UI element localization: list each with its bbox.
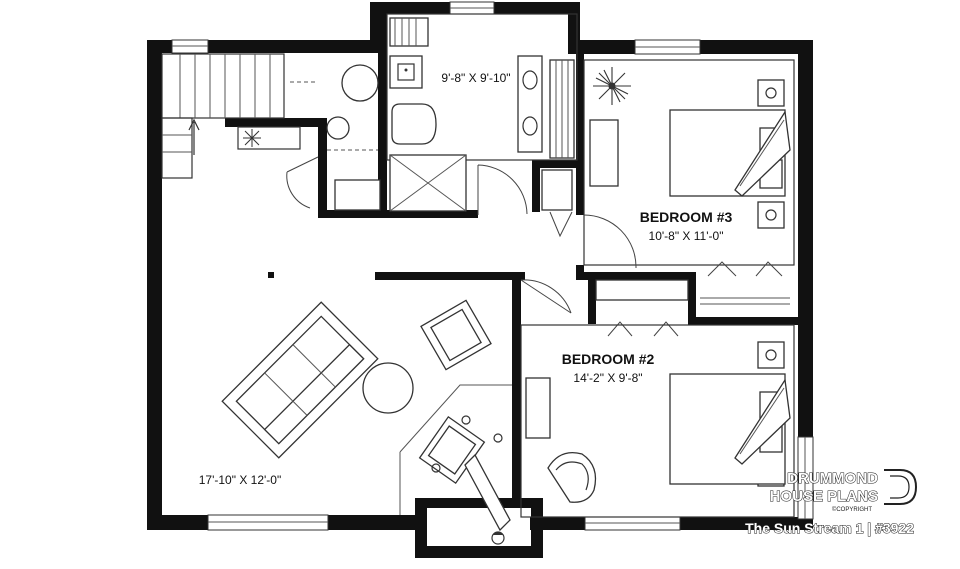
bed2-outline [520,324,795,518]
wall-stair-cupboard [225,118,325,127]
stair-box [161,53,285,119]
bedroom-2 [520,324,795,518]
cupboard-counter [237,126,301,150]
bed3-nightstand-2 [757,201,785,229]
closet [541,169,573,238]
wall-closet-left [532,160,540,212]
rug-edge [399,384,512,453]
post [268,272,274,278]
bay-bottom [415,546,543,558]
bedroom2-dimensions: 14'-2" X 9'-8" [573,371,642,385]
wall-mech-bottom [318,210,478,218]
stair-cupboard [237,126,301,150]
staircase [161,53,285,179]
wall-bath-right [576,54,584,168]
tank [326,116,350,140]
closet-door [549,211,573,238]
toilet [391,103,437,145]
room-labels: 9'-8" X 9'-10" BEDROOM #3 10'-8" X 11'-0… [199,71,733,487]
interior-walls [225,14,813,498]
mechanical-room [286,64,381,211]
bedroom2-name: BEDROOM #2 [562,351,655,367]
wall-left [147,40,162,530]
sink-basin [397,63,415,81]
sofa [221,301,379,459]
bed2-wardrobe-doors [607,321,679,337]
plant-icon [593,67,631,105]
brand-line-1: DRUMMOND [787,470,878,487]
family-room [221,299,512,545]
furnace [334,179,381,211]
bed3-door-leaf [520,279,572,314]
armchair [420,299,492,371]
bed3-nightstand-1 [757,79,785,107]
lounge-chair [418,415,511,532]
closet-interior [541,169,573,211]
wall-right [798,40,813,440]
windows [171,1,814,531]
wall-bed-divider-2 [688,317,813,325]
brand-line-2: HOUSE PLANS [770,488,878,505]
stair-landing [161,117,193,179]
bed2-dresser [525,377,551,439]
bed3-dresser [589,119,619,187]
bath-outline [386,13,578,161]
wall-bath-left [378,14,387,218]
vanity [517,55,543,153]
brand-copyright: ©COPYRIGHT [832,506,872,513]
mech-door [286,156,319,209]
bathroom-dimensions: 9'-8" X 9'-10" [441,71,510,85]
bay-left [415,498,427,558]
water-heater [341,64,379,102]
bathroom [386,13,578,215]
bed3-wardrobe-doors [707,261,783,277]
wall-bed2-left [512,272,521,498]
wall-closet-top [532,160,584,168]
vanity-basin-1 [522,70,538,90]
bedroom3-dimensions: 10'-8" X 11'-0" [649,229,724,243]
branding: DRUMMOND HOUSE PLANS ©COPYRIGHT The Sun … [745,469,918,537]
bath-door [477,164,528,215]
family-room-dimensions: 17'-10" X 12'-0" [199,473,281,487]
bay-top [415,498,543,508]
wall-wardrobe-left [588,272,596,324]
bed2-door-swing [520,279,572,314]
bedroom-3 [520,59,795,314]
wall-mech-left [318,118,327,218]
plan-title: The Sun Stream 1 | #3922 [745,520,914,536]
bed2-nightstand-1 [757,341,785,369]
sink-cabinet [389,55,423,89]
wall-family-top [375,272,525,280]
brand-logo-icon [884,469,918,505]
plant-icon [243,129,261,147]
bed2-wardrobe [595,279,790,337]
stair-arrow-icon [188,118,200,155]
wall-closet-right [576,160,584,215]
bed3-fold [734,110,791,197]
bedroom3-name: BEDROOM #3 [640,209,733,225]
coffee-table [362,362,414,414]
bay-right [531,498,543,558]
wall-bed-divider-1 [576,272,696,280]
wall-stub [576,265,584,280]
floor-lamp-icon [491,531,505,545]
bed3-door-swing [583,214,637,269]
bed3-outline [583,59,795,266]
wardrobe-shelf [595,279,689,301]
bed2-fold [734,378,791,465]
vanity-basin-2 [522,116,538,136]
wall-wardrobe-right [688,272,696,324]
